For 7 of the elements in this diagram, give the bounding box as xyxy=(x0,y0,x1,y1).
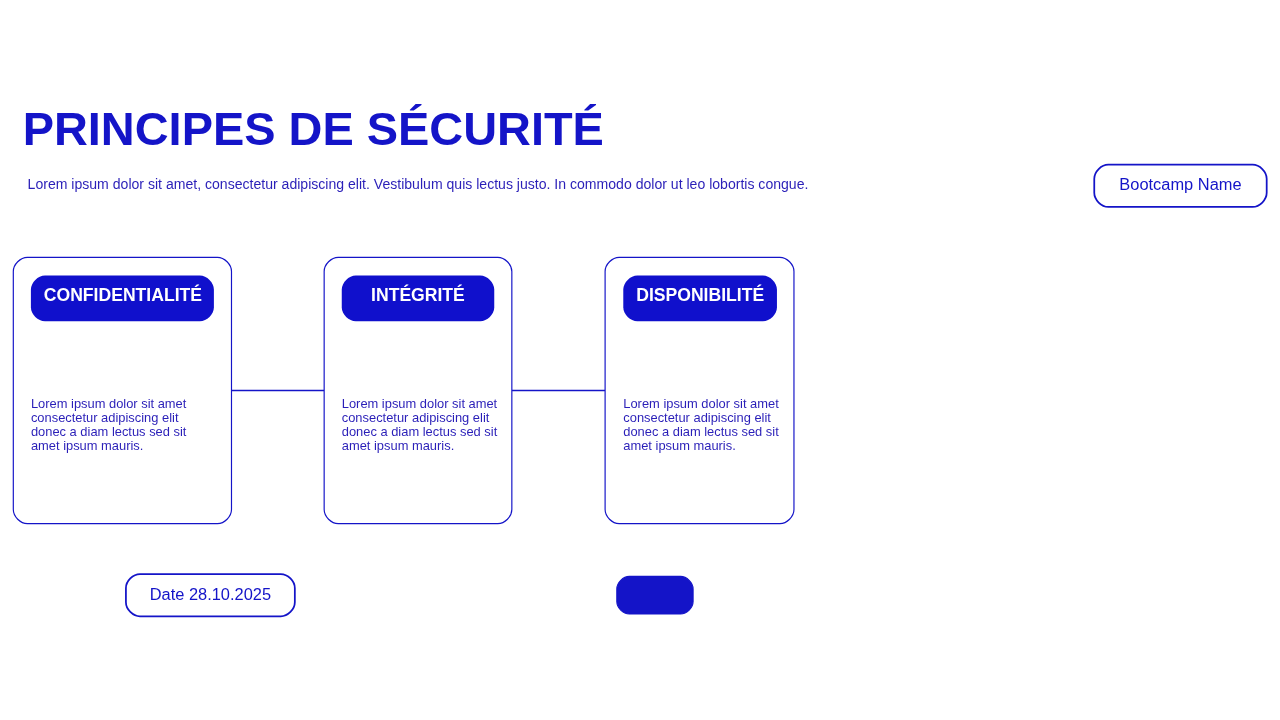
node-box xyxy=(616,575,694,615)
node-box: Bootcamp Name xyxy=(1093,163,1268,208)
label: Lorem ipsum dolor sit amet, consectetur adipiscing elit. Vestibulum quis lectus justo. In commodo dolor ut leo lobortis congue. xyxy=(27,176,809,193)
connector xyxy=(230,389,325,392)
node-box: Date 28.10.2025 xyxy=(125,573,296,618)
connector xyxy=(511,389,606,392)
diagram-title: PRINCIPES DE SÉCURITÉ xyxy=(22,102,604,155)
